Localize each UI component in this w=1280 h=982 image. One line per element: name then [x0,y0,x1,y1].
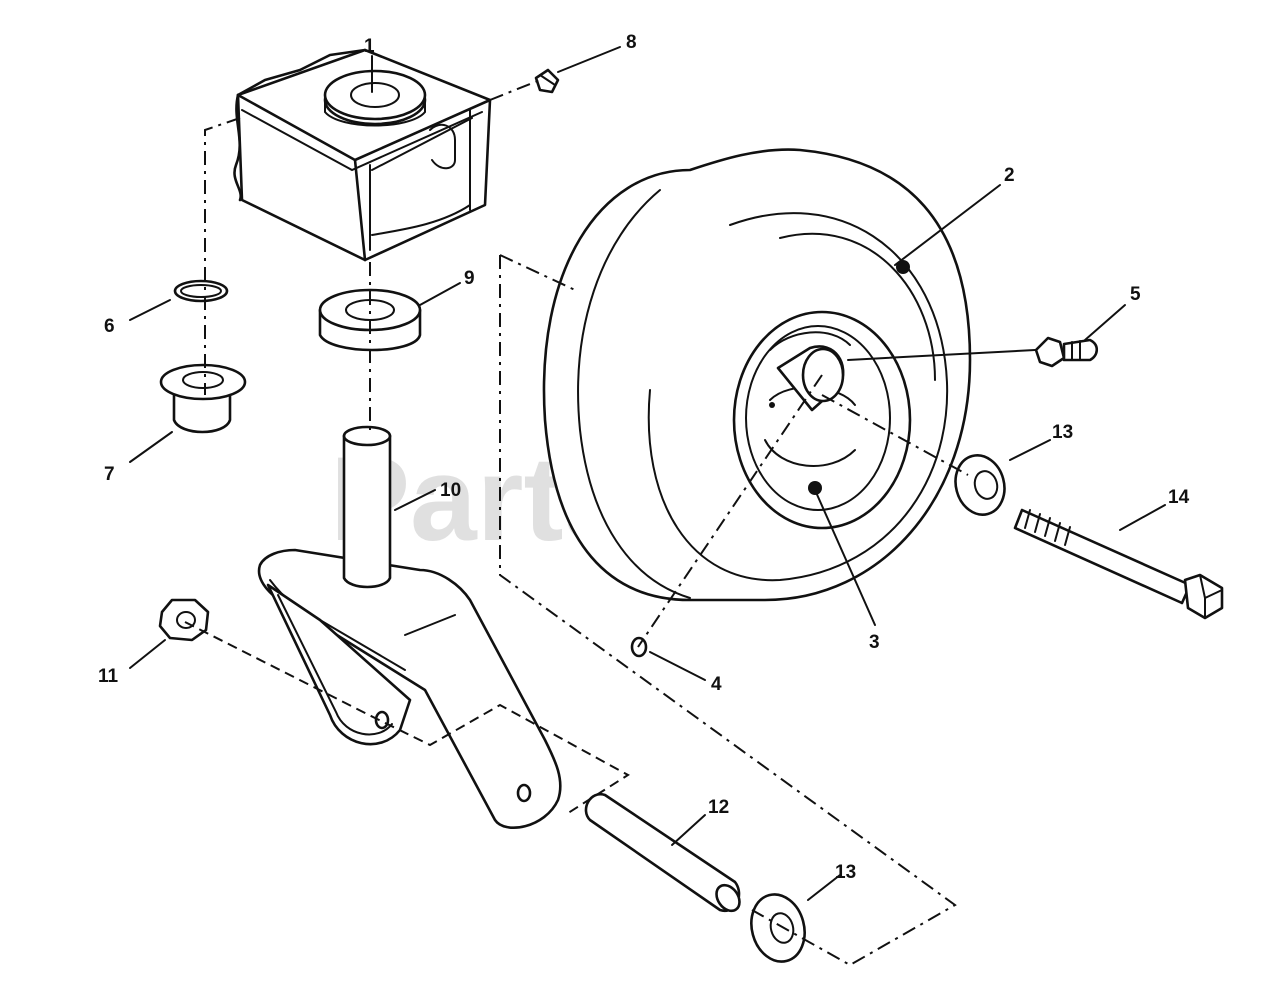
callout-10: 10 [440,480,461,501]
assembly-lines [184,79,1036,967]
callout-1: 1 [364,36,375,57]
callout-4: 4 [711,674,722,695]
part-3-rim[interactable] [732,310,912,530]
part-10-caster-fork[interactable] [257,425,562,829]
callouts: 1 2 3 4 5 6 7 8 9 10 11 12 13 13 14 [98,32,1190,883]
part-13-upper-spacer[interactable] [949,450,1011,520]
callout-8: 8 [626,32,637,53]
callout-6: 6 [104,316,115,337]
callout-12: 12 [708,797,729,818]
callout-13-lower: 13 [835,862,856,883]
callout-13-upper: 13 [1052,422,1073,443]
callout-5: 5 [1130,284,1141,305]
callout-3: 3 [869,632,880,653]
part-5-valve-stem[interactable] [1034,336,1099,368]
part-13-lower-spacer[interactable] [744,888,812,967]
part-12-spacer-sleeve[interactable] [584,792,744,915]
part-6-snap-ring[interactable] [173,279,229,303]
part-11-lock-nut[interactable] [158,598,210,642]
part-7-flange-bushing[interactable] [159,363,247,434]
part-1-caster-mount[interactable] [233,48,492,262]
callout-11: 11 [98,666,119,687]
part-14-bolt[interactable] [1013,508,1224,620]
callout-14: 14 [1168,487,1190,508]
part-8-grease-fitting[interactable] [534,68,560,94]
callout-9: 9 [464,268,475,289]
callout-7: 7 [104,464,115,485]
callout-2: 2 [1004,165,1015,186]
leader-lines [129,46,1166,901]
